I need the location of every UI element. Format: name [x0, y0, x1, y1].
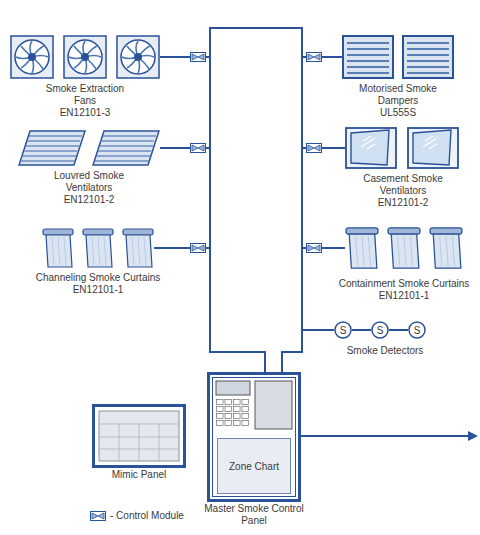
detector-letter: S [340, 325, 347, 336]
panel-label: Master Smoke Control Panel [204, 503, 304, 527]
curtain-group: Channeling Smoke CurtainsEN12101-1 [42, 228, 154, 268]
caption: Casement Smoke VentilatorsEN12101-2 [347, 173, 459, 209]
fan-group: Smoke Extraction FansEN12101-3 [10, 35, 160, 79]
legend-entry: - Control Module [90, 510, 184, 521]
group-label: Smoke Detectors [330, 345, 440, 357]
output-arrow [301, 431, 478, 441]
standard-code: EN12101-2 [347, 197, 459, 209]
wiring-connector [154, 248, 265, 372]
smoke-detector: S [408, 321, 426, 339]
text-holder: S [371, 321, 389, 339]
text-holder: S [408, 321, 426, 339]
device-name: Containment Smoke Curtains [329, 278, 479, 290]
containment-curtain-icons [346, 228, 462, 268]
casement-group: Casement Smoke VentilatorsEN12101-2 [345, 127, 461, 169]
panel-label: Mimic Panel [84, 469, 194, 481]
casement-icons [346, 128, 458, 168]
wiring-connector [282, 330, 334, 372]
zone-chart-label: Zone Chart [229, 461, 279, 472]
control-modules [191, 53, 322, 253]
standard-code: EN12101-3 [35, 107, 135, 119]
caption: Motorised Smoke DampersUL555S [348, 83, 448, 119]
caption: Channeling Smoke CurtainsEN12101-1 [18, 272, 178, 296]
detector-letter: S [414, 325, 421, 336]
wiring-connector [282, 248, 345, 372]
curtain-group: Containment Smoke CurtainsEN12101-1 [345, 222, 463, 274]
caption: Louvred Smoke VentilatorsEN12101-2 [33, 170, 145, 206]
wiring-connector [389, 329, 408, 331]
channeling-curtain-icons [43, 229, 153, 267]
standard-code: EN12101-1 [329, 290, 479, 302]
louvre-icons [19, 131, 159, 165]
caption: Master Smoke Control Panel [204, 503, 304, 527]
device-name: Louvred Smoke Ventilators [33, 170, 145, 194]
detector-outline [335, 322, 351, 338]
device-name: Channeling Smoke Curtains [18, 272, 178, 284]
standard-code: EN12101-1 [18, 284, 178, 296]
wiring-connector [352, 329, 371, 331]
device-name: Motorised Smoke Dampers [348, 83, 448, 107]
control-module-swatch [90, 511, 106, 521]
device-name: Casement Smoke Ventilators [347, 173, 459, 197]
control-panel: Master Smoke Control PanelZone Chart [207, 372, 301, 502]
smoke-detector: S [334, 321, 352, 339]
detector-outline [409, 322, 425, 338]
wiring-connector [282, 148, 345, 372]
smoke-detector: S [371, 321, 389, 339]
device-name: Smoke Extraction Fans [35, 83, 135, 107]
text-holder: S [334, 321, 352, 339]
panel-controls [216, 381, 292, 429]
wiring-connector [160, 148, 265, 372]
mimic-screen [99, 411, 179, 461]
legend-text: - Control Module [110, 510, 184, 521]
caption: Mimic Panel [84, 469, 194, 481]
damper-icons [343, 36, 453, 78]
standard-code: UL555S [348, 107, 448, 119]
mimic-panel: Mimic Panel [92, 404, 186, 468]
damper-group: Motorised Smoke DampersUL555S [342, 35, 454, 79]
caption: Containment Smoke CurtainsEN12101-1 [329, 278, 479, 302]
caption: Smoke Extraction FansEN12101-3 [35, 83, 135, 119]
louvre-group: Louvred Smoke VentilatorsEN12101-2 [18, 130, 160, 166]
detector-outline [372, 322, 388, 338]
detector-letter: S [377, 325, 384, 336]
wiring-connector [282, 57, 342, 372]
wiring-loop [210, 28, 302, 57]
fan-icons [11, 36, 159, 78]
zone-chart: Zone Chart [217, 438, 291, 494]
wiring-connector [160, 57, 265, 372]
text-holder: Zone Chart [218, 439, 290, 493]
standard-code: EN12101-2 [33, 194, 145, 206]
